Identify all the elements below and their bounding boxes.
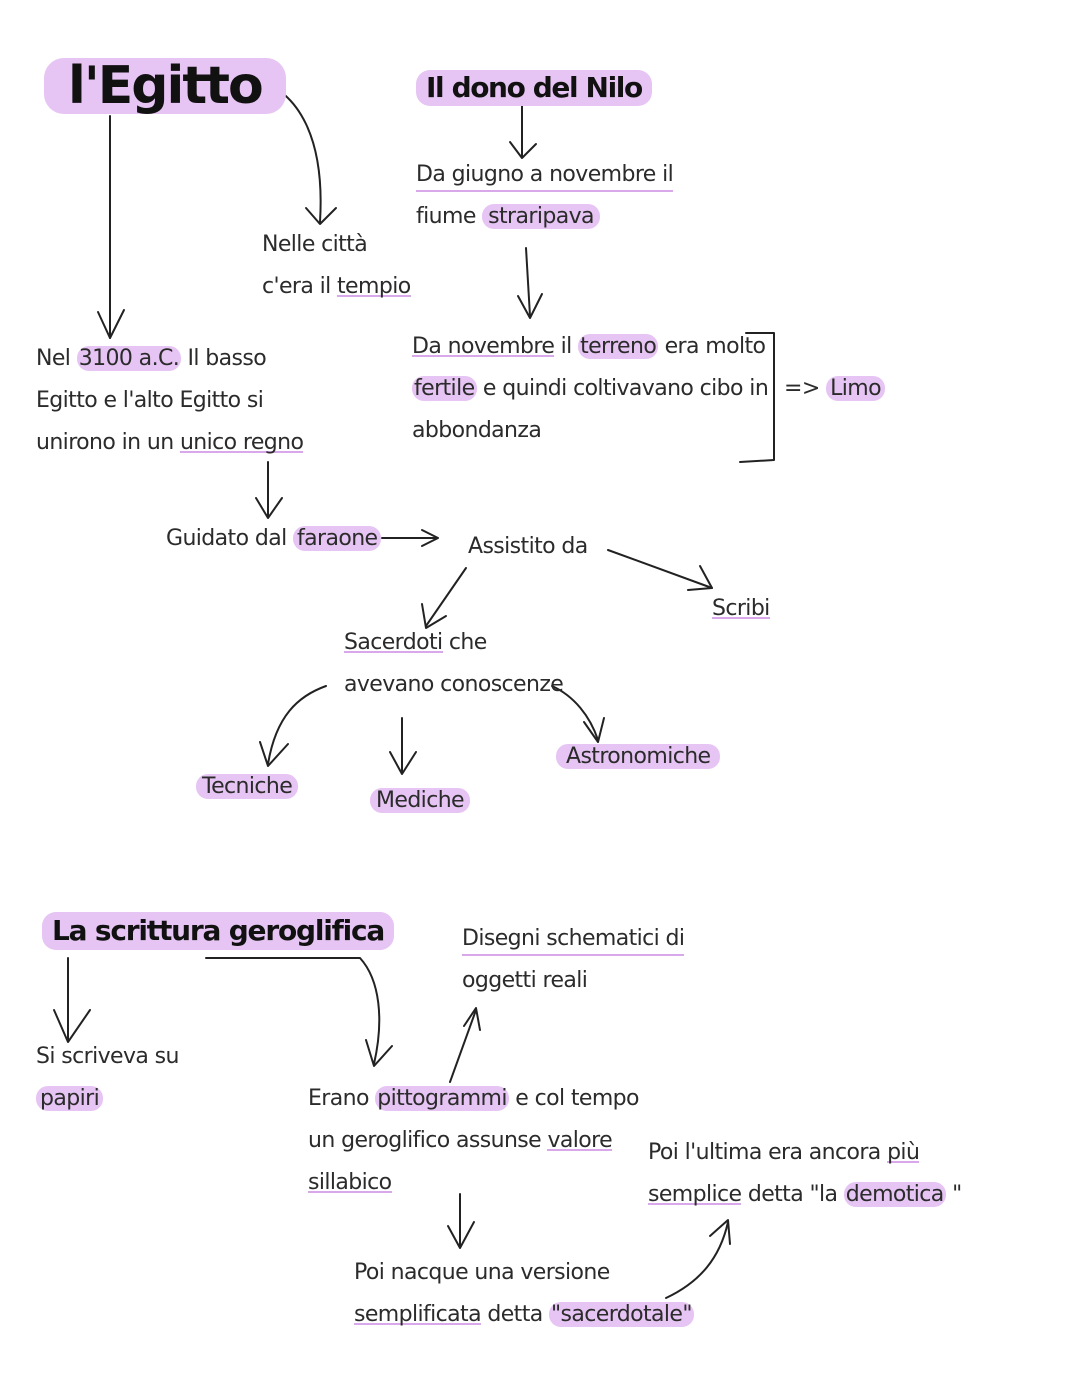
pittogrammi-line-1: Erano pittogrammi e col tempo: [308, 1078, 639, 1120]
pittogrammi-keyword: pittogrammi: [375, 1086, 509, 1111]
regno-line-3: unirono in un unico regno: [36, 422, 304, 464]
demotica-line-1: Poi l'ultima era ancora più: [648, 1132, 962, 1174]
limo-label: Limo: [826, 376, 885, 401]
arrow-pittogrammi-to-disegni: [449, 1009, 477, 1083]
arrow-to-tecniche: [267, 685, 327, 765]
node-demotica: Poi l'ultima era ancora più semplice det…: [648, 1132, 962, 1216]
node-tempio: Nelle città c'era il tempio: [262, 224, 411, 308]
pittogrammi-line-3: sillabico: [308, 1162, 639, 1204]
disegni-line-2: oggetti reali: [462, 968, 588, 993]
papiri-line-2: papiri: [36, 1078, 179, 1120]
demotica-text-2: detta "la: [741, 1182, 844, 1207]
regno-keyword-date: 3100 a.C.: [76, 346, 182, 371]
tempio-keyword: tempio: [337, 274, 411, 299]
demotica-line-2: semplice detta "la demotica ": [648, 1174, 962, 1216]
sacerdotale-keyword-semplificata: semplificata: [354, 1302, 482, 1327]
soil-keyword-novembre: Da novembre: [412, 334, 555, 359]
pittogrammi-line-2: un geroglifico assunse valore: [308, 1120, 639, 1162]
disegni-line-1: Disegni schematici di: [462, 918, 685, 960]
pittogrammi-keyword-valore: valore: [547, 1128, 613, 1153]
node-astronomiche: Astronomiche: [556, 736, 721, 778]
demotica-text-3: ": [945, 1182, 962, 1207]
sacerdotale-line-1: Poi nacque una versione: [354, 1260, 610, 1285]
sacerdotale-line-2: semplificata detta "sacerdotale": [354, 1294, 694, 1336]
mediche-label: Mediche: [370, 788, 470, 813]
soil-keyword-terreno: terreno: [578, 334, 659, 359]
demotica-keyword: demotica: [843, 1182, 946, 1207]
title-egitto: l'Egitto: [44, 58, 286, 114]
regno-line-2: Egitto e l'alto Egitto si: [36, 388, 264, 413]
tempio-line-1: Nelle città: [262, 232, 368, 257]
node-papiri: Si scriveva su papiri: [36, 1036, 179, 1120]
arrow-flood-to-soil: [525, 247, 531, 317]
implies-arrow: =>: [784, 376, 820, 401]
flood-line-1: Da giugno a novembre il: [416, 154, 674, 196]
sacerdoti-keyword: Sacerdoti: [344, 630, 443, 655]
papiri-keyword: papiri: [36, 1086, 104, 1111]
regno-line-1: Nel 3100 a.C. Il basso: [36, 338, 303, 380]
pittogrammi-text-1: Erano: [308, 1086, 376, 1111]
soil-text-3: e quindi coltivavano cibo in: [476, 376, 769, 401]
soil-keyword-fertile: fertile: [412, 376, 477, 401]
soil-line-2: fertile e quindi coltivavano cibo in: [412, 368, 769, 410]
node-nile-soil: Da novembre il terreno era molto fertile…: [412, 326, 769, 452]
faraone-text: Guidato dal: [166, 526, 293, 551]
faraone-keyword: faraone: [292, 526, 382, 551]
sacerdoti-line-1: Sacerdoti che: [344, 622, 563, 664]
node-faraone: Guidato dal faraone: [166, 518, 382, 560]
tempio-line-2: c'era il tempio: [262, 266, 411, 308]
arrow-assistito-to-sacerdoti: [425, 567, 467, 627]
title-scrittura-geroglifica: La scrittura geroglifica: [42, 912, 395, 950]
astronomiche-label: Astronomiche: [556, 744, 721, 769]
node-limo: => Limo: [784, 368, 885, 410]
sacerdoti-line-2: avevano conoscenze: [344, 672, 564, 697]
tempio-text: c'era il: [262, 274, 338, 299]
demotica-keyword-piu: più: [887, 1140, 920, 1165]
pittogrammi-text-3: un geroglifico assunse: [308, 1128, 548, 1153]
node-tecniche: Tecniche: [196, 766, 299, 808]
arrow-assistito-to-scribi: [607, 549, 713, 589]
node-assistito: Assistito da: [468, 534, 588, 559]
scribi-label: Scribi: [712, 596, 770, 621]
regno-text-2: Il basso: [181, 346, 267, 371]
arrow-scrittura-to-pittogrammi: [205, 957, 381, 1065]
node-disegni: Disegni schematici di oggetti reali: [462, 918, 685, 1002]
node-sacerdotale: Poi nacque una versione semplificata det…: [354, 1252, 694, 1336]
regno-text-1: Nel: [36, 346, 77, 371]
soil-line-1: Da novembre il terreno era molto: [412, 326, 768, 368]
node-scribi: Scribi: [712, 588, 770, 630]
node-mediche: Mediche: [370, 780, 470, 822]
regno-text-3: unirono in un: [36, 430, 180, 455]
flood-text: fiume: [416, 204, 483, 229]
soil-text-1: il: [554, 334, 579, 359]
title-dono-del-nilo: Il dono del Nilo: [416, 70, 652, 106]
node-regno: Nel 3100 a.C. Il basso Egitto e l'alto E…: [36, 338, 304, 464]
sacerdotale-keyword: "sacerdotale": [549, 1302, 694, 1327]
pittogrammi-text-2: e col tempo: [508, 1086, 639, 1111]
regno-keyword-unico-regno: unico regno: [179, 430, 304, 455]
demotica-keyword-semplice: semplice: [648, 1182, 742, 1207]
sacerdoti-text: che: [442, 630, 487, 655]
tecniche-label: Tecniche: [196, 774, 299, 799]
sacerdotale-text: detta: [480, 1302, 549, 1327]
flood-keyword: straripava: [482, 204, 600, 229]
soil-text-2: era molto: [658, 334, 766, 359]
flood-line-2: fiume straripava: [416, 196, 673, 238]
pittogrammi-keyword-sillabico: sillabico: [308, 1170, 392, 1195]
papiri-line-1: Si scriveva su: [36, 1044, 179, 1069]
node-sacerdoti: Sacerdoti che avevano conoscenze: [344, 622, 564, 706]
demotica-text-1: Poi l'ultima era ancora: [648, 1140, 888, 1165]
node-nile-flood: Da giugno a novembre il fiume straripava: [416, 154, 674, 238]
soil-line-3: abbondanza: [412, 418, 542, 443]
node-pittogrammi: Erano pittogrammi e col tempo un gerogli…: [308, 1078, 639, 1204]
